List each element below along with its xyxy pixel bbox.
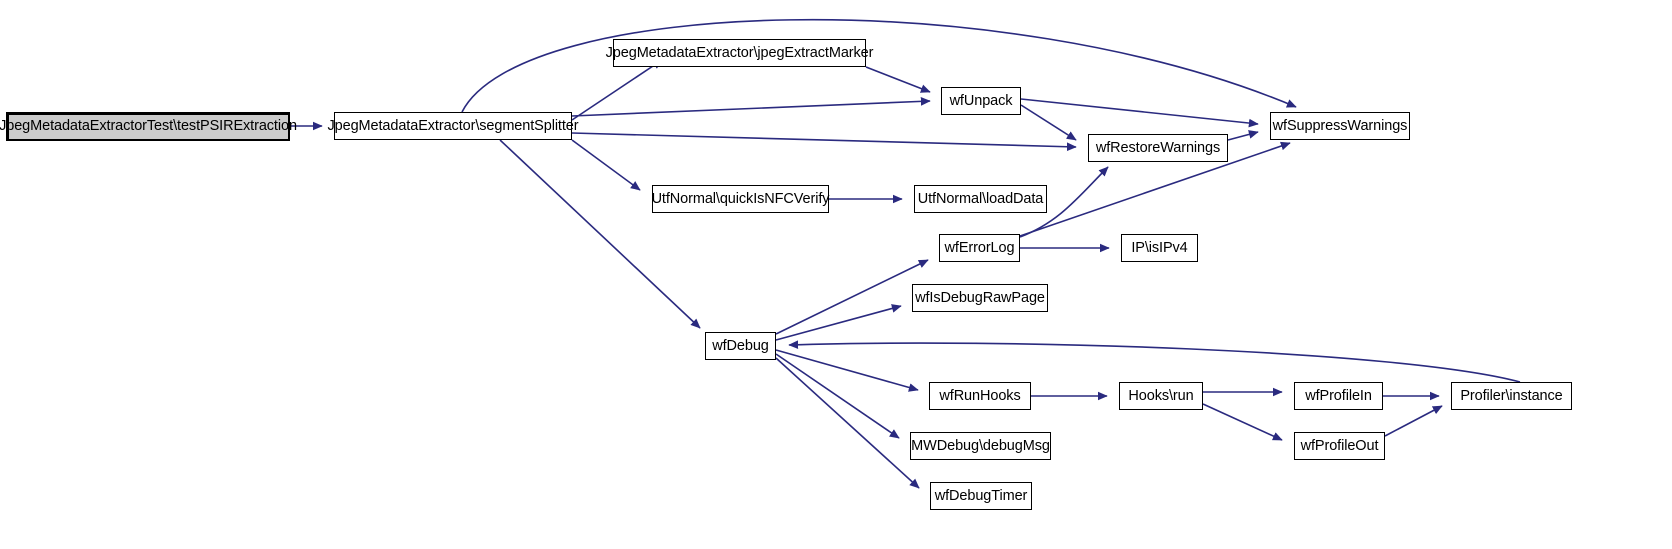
edge-wfDebug-to-wfRunHooks [775,349,919,392]
edge-segmentSplitter-to-quickIsNFCVerify [571,139,641,191]
graph-node-wfRunHooks[interactable]: wfRunHooks [929,382,1031,410]
graph-node-quickIsNFCVerify[interactable]: UtfNormal\quickIsNFCVerify [652,185,830,213]
graph-node-wfUnpack[interactable]: wfUnpack [941,87,1021,115]
edge-wfErrorLog-to-wfSuppressWarnings [1019,141,1291,237]
edge-segmentSplitter-to-wfRestoreWarnings [571,132,1077,152]
edge-ProfilerInstance-to-wfDebug [788,340,1521,383]
edge-segmentSplitter-to-wfSuppressWarnings [461,18,1297,113]
edge-HooksRun-to-wfProfileOut [1202,403,1283,441]
graph-node-isIPv4[interactable]: IP\isIPv4 [1121,234,1198,262]
edge-wfDebug-to-wfDebugTimer [775,357,920,489]
edge-jpegExtractMarker-to-wfUnpack [865,66,931,93]
graph-node-wfProfileOut[interactable]: wfProfileOut [1294,432,1385,460]
graph-node-wfIsDebugRawPage[interactable]: wfIsDebugRawPage [912,284,1048,312]
graph-node-wfRestoreWarnings[interactable]: wfRestoreWarnings [1088,134,1228,162]
edge-wfUnpack-to-wfSuppressWarnings [1020,98,1259,128]
edge-wfDebug-to-wfErrorLog [775,259,929,335]
edge-wfProfileOut-to-ProfilerInstance [1384,405,1443,437]
graph-node-segmentSplitter[interactable]: JpegMetadataExtractor\segmentSplitter [328,112,579,140]
graph-node-wfDebug[interactable]: wfDebug [705,332,776,360]
edge-wfUnpack-to-wfRestoreWarnings [1020,104,1077,141]
graph-node-ProfilerInstance[interactable]: Profiler\instance [1451,382,1572,410]
graph-node-wfSuppressWarnings[interactable]: wfSuppressWarnings [1270,112,1410,140]
graph-node-wfProfileIn[interactable]: wfProfileIn [1294,382,1383,410]
graph-node-wfErrorLog[interactable]: wfErrorLog [939,234,1020,262]
edge-segmentSplitter-to-wfDebug [499,139,701,329]
edge-segmentSplitter-to-jpegExtractMarker [571,59,663,121]
edge-wfDebug-to-MWDebugDebugMsg [775,353,900,439]
graph-node-jpegExtractMarker[interactable]: JpegMetadataExtractor\jpegExtractMarker [606,39,873,67]
graph-node-MWDebugDebugMsg[interactable]: MWDebug\debugMsg [910,432,1051,460]
graph-node-root[interactable]: JpegMetadataExtractorTest\testPSIRExtrac… [0,112,297,141]
edge-wfDebug-to-wfIsDebugRawPage [775,304,902,341]
edge-wfRestoreWarnings-to-wfSuppressWarnings [1227,130,1259,141]
edge-segmentSplitter-to-wfUnpack [571,97,931,117]
graph-node-loadData[interactable]: UtfNormal\loadData [914,185,1047,213]
graph-node-HooksRun[interactable]: Hooks\run [1119,382,1203,410]
graph-node-wfDebugTimer[interactable]: wfDebugTimer [930,482,1032,510]
